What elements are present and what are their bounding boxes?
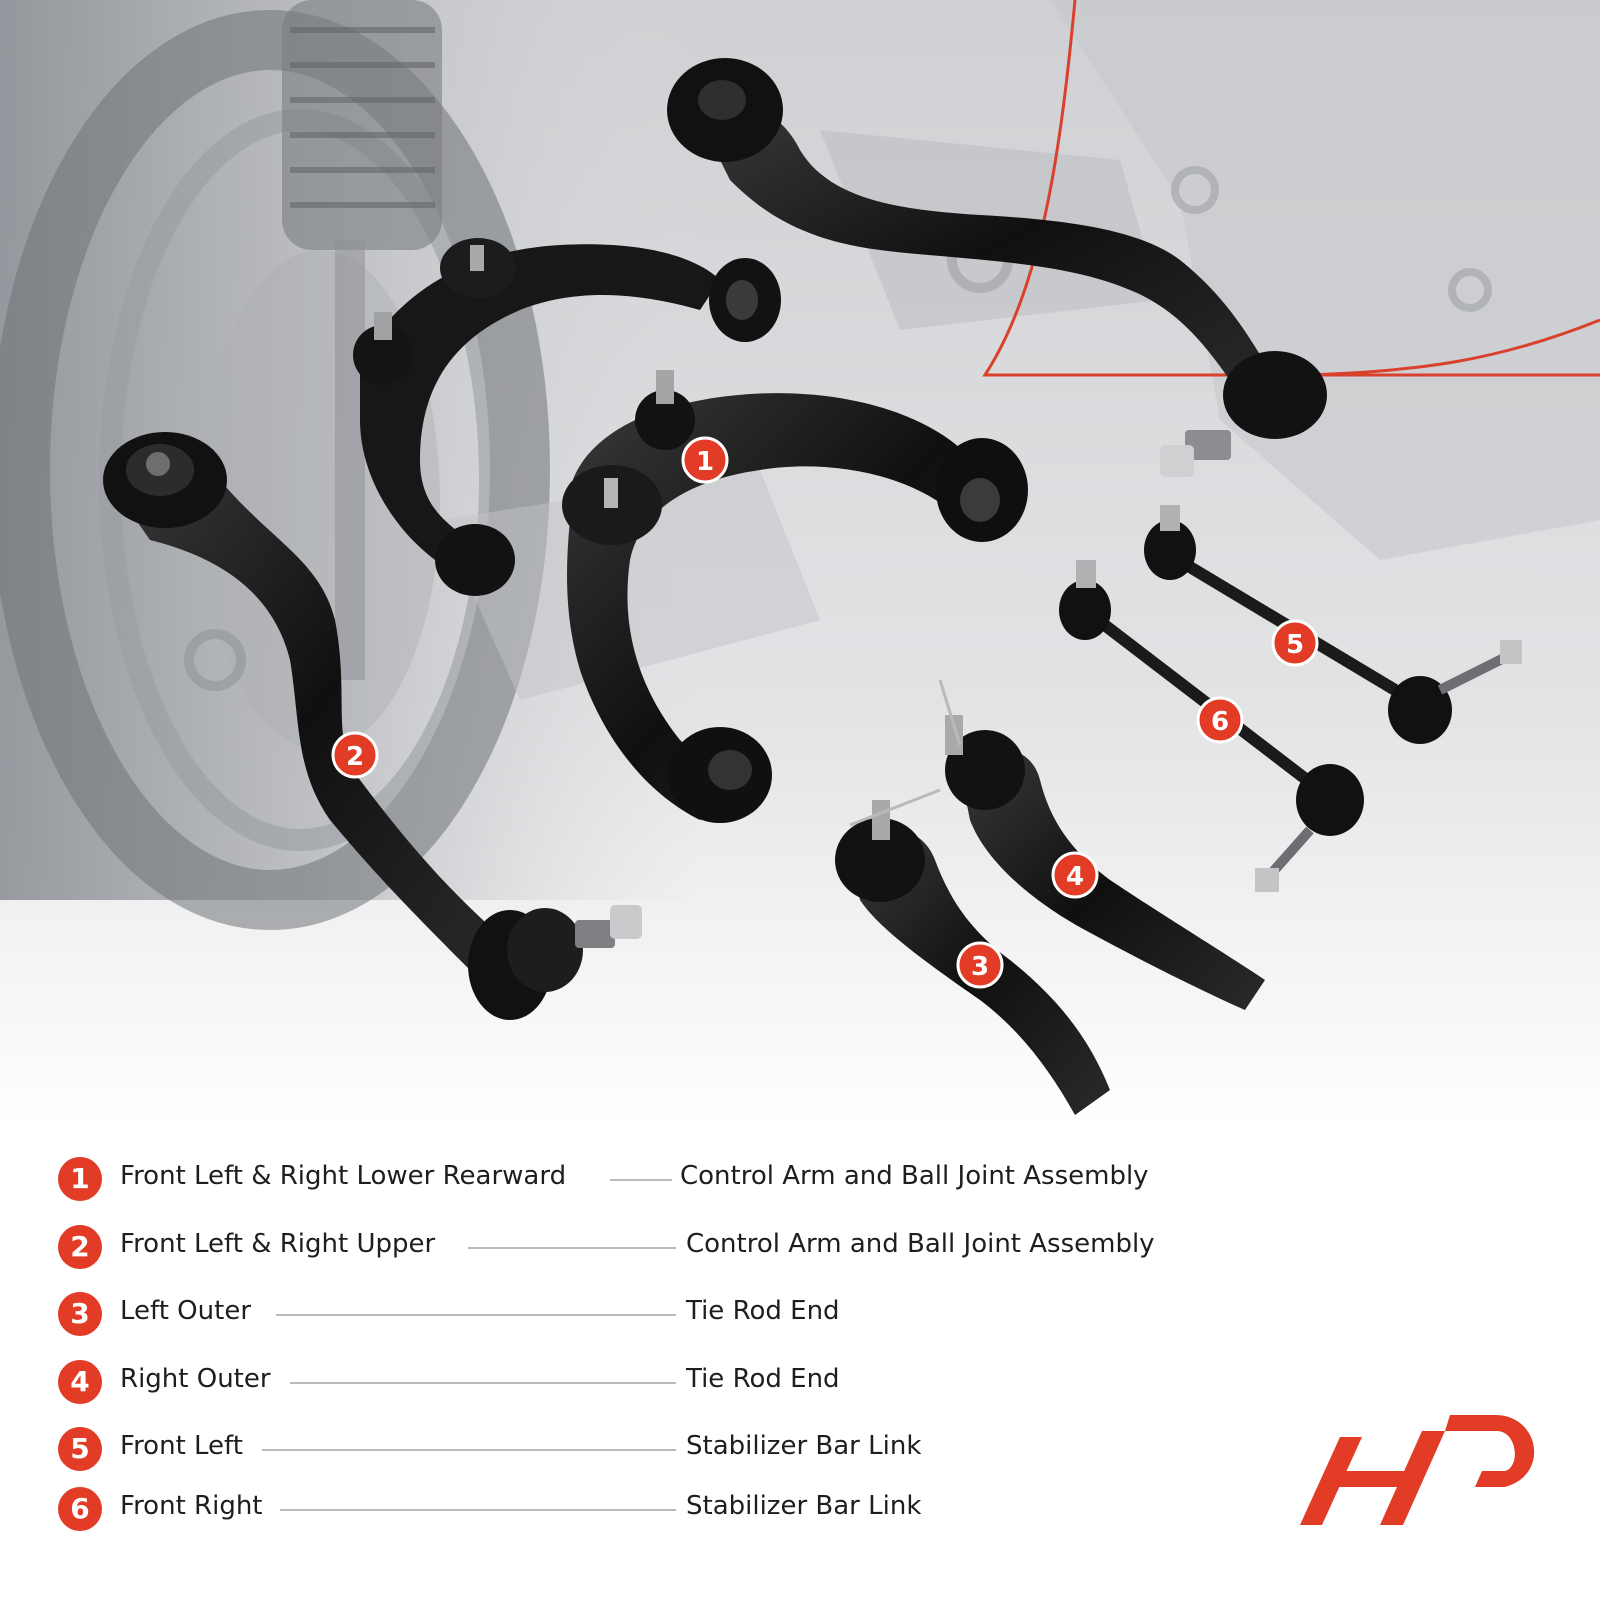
legend-part-6: Stabilizer Bar Link — [686, 1491, 922, 1521]
svg-text:3: 3 — [971, 952, 989, 982]
legend-position-5: Front Left — [120, 1431, 243, 1461]
legend-part-1: Control Arm and Ball Joint Assembly — [680, 1161, 1149, 1191]
svg-text:4: 4 — [1066, 862, 1084, 892]
legend-badge-3: 3 — [58, 1292, 102, 1336]
legend-position-4: Right Outer — [120, 1364, 271, 1394]
callout-badge-4: 4 — [1051, 851, 1099, 899]
part-6-stabilizer-link — [1059, 560, 1364, 892]
legend-part-2: Control Arm and Ball Joint Assembly — [686, 1229, 1155, 1259]
part-4-tie-rod-end — [938, 679, 1265, 1010]
legend-badge-1: 1 — [58, 1157, 102, 1201]
legend-position-1: Front Left & Right Lower Rearward — [120, 1161, 567, 1191]
product-scene: 1 2 3 4 5 6 — [0, 0, 1600, 1130]
svg-text:2: 2 — [346, 742, 364, 772]
legend-part-3: Tie Rod End — [686, 1296, 840, 1326]
legend-position-2: Front Left & Right Upper — [120, 1229, 436, 1259]
parts-legend: 1 Front Left & Right Lower Rearward Cont… — [58, 1155, 1238, 1531]
part-1-lower-rearward-control-arm — [353, 238, 1028, 823]
part-5-stabilizer-link — [1144, 505, 1522, 744]
legend-badge-4: 4 — [58, 1360, 102, 1404]
svg-text:1: 1 — [696, 447, 714, 477]
callout-badge-5: 5 — [1271, 619, 1319, 667]
legend-row-2: 2 Front Left & Right Upper Control Arm a… — [58, 1223, 1238, 1271]
legend-connector-5 — [262, 1449, 676, 1451]
legend-connector-3 — [276, 1314, 676, 1316]
legend-connector-4 — [290, 1382, 676, 1384]
callout-badge-6: 6 — [1196, 696, 1244, 744]
a-premium-logo-icon — [1300, 1415, 1535, 1525]
legend-badge-5: 5 — [58, 1427, 102, 1471]
legend-position-6: Front Right — [120, 1491, 263, 1521]
callout-badge-2: 2 — [331, 731, 379, 779]
legend-row-4: 4 Right Outer Tie Rod End — [58, 1358, 1238, 1406]
legend-position-3: Left Outer — [120, 1296, 252, 1326]
part-2-upper-control-arm — [103, 432, 642, 1020]
callout-badge-1: 1 — [681, 436, 729, 484]
legend-row-5: 5 Front Left Stabilizer Bar Link — [58, 1425, 1238, 1473]
legend-row-6: 6 Front Right Stabilizer Bar Link — [58, 1485, 1238, 1533]
legend-badge-2: 2 — [58, 1225, 102, 1269]
legend-part-4: Tie Rod End — [686, 1364, 840, 1394]
legend-connector-1 — [610, 1179, 672, 1181]
callout-badge-3: 3 — [956, 941, 1004, 989]
legend-row-1: 1 Front Left & Right Lower Rearward Cont… — [58, 1155, 1238, 1203]
legend-part-5: Stabilizer Bar Link — [686, 1431, 922, 1461]
svg-text:5: 5 — [1286, 630, 1304, 660]
legend-badge-6: 6 — [58, 1487, 102, 1531]
svg-text:6: 6 — [1211, 707, 1229, 737]
legend-connector-2 — [468, 1247, 676, 1249]
legend-row-3: 3 Left Outer Tie Rod End — [58, 1290, 1238, 1338]
long-arm-top-right — [667, 58, 1327, 477]
legend-connector-6 — [280, 1509, 676, 1511]
